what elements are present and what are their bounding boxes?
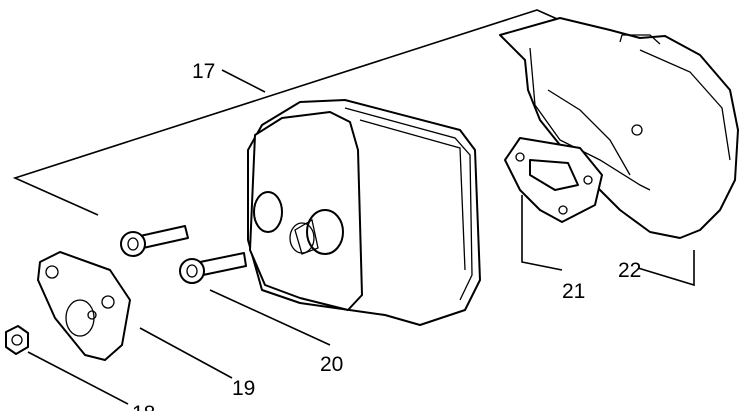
label-20: 20 [320, 353, 343, 376]
leader-19 [139, 327, 233, 379]
label-22: 22 [618, 259, 641, 282]
leader-20 [209, 289, 331, 346]
leader-21 [521, 195, 563, 271]
screw-upper [120, 225, 189, 257]
leader-18 [27, 351, 129, 405]
label-18: 18 [132, 402, 155, 411]
label-19: 19 [232, 377, 255, 400]
hex-nut [5, 325, 29, 355]
gasket [504, 137, 603, 223]
leader-22 [637, 250, 695, 287]
mounting-plate [37, 251, 131, 361]
label-21: 21 [562, 280, 585, 303]
muffler-cover [499, 17, 739, 239]
screw-lower [179, 252, 247, 284]
muffler-body [247, 99, 481, 326]
label-17: 17 [192, 60, 215, 83]
